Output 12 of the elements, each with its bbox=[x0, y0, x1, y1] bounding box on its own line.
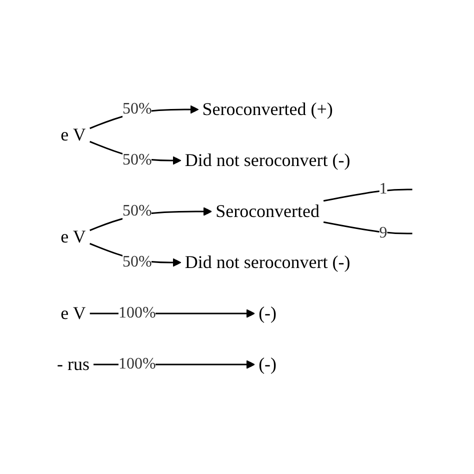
node-label: Seroconverted bbox=[216, 200, 320, 223]
node-label: e V bbox=[61, 302, 86, 325]
line bbox=[324, 188, 413, 202]
node-label: (-) bbox=[258, 353, 277, 376]
node-label: (-) bbox=[258, 302, 277, 325]
node-label: Seroconverted (+) bbox=[202, 98, 334, 121]
line bbox=[324, 221, 413, 234]
node-label: e V bbox=[61, 124, 86, 146]
node-label: Did not seroconvert (-) bbox=[185, 251, 351, 274]
node-label: e V bbox=[61, 226, 86, 248]
node-label: - rus bbox=[57, 354, 90, 374]
node-label: Did not seroconvert (-) bbox=[185, 149, 351, 172]
